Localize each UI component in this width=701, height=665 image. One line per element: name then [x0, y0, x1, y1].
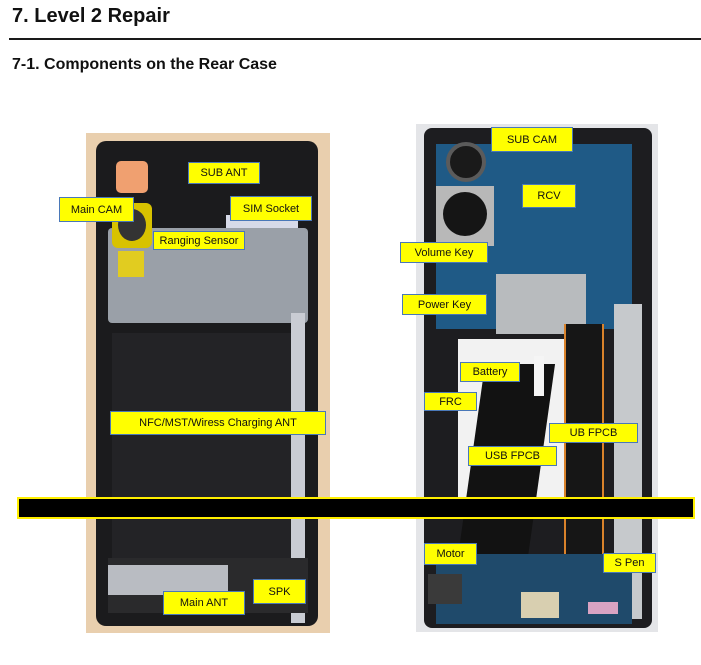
ub-fpcb-cable	[564, 324, 604, 564]
camera-module-bottom	[118, 251, 144, 277]
section-title: 7. Level 2 Repair	[12, 5, 170, 27]
camera-module-top	[116, 161, 148, 193]
s-pen-slot	[588, 602, 618, 614]
main-camera-lens	[443, 192, 487, 236]
label-sub-ant: SUB ANT	[188, 162, 260, 184]
usb-port	[521, 592, 559, 618]
label-main-cam: Main CAM	[59, 197, 134, 222]
sub-camera-lens	[446, 142, 486, 182]
label-power-key: Power Key	[402, 294, 487, 315]
label-ub-fpcb: UB FPCB	[549, 423, 638, 443]
arrow-up-icon	[534, 356, 544, 396]
label-ranging-sensor: Ranging Sensor	[153, 231, 245, 250]
label-sim-socket: SIM Socket	[230, 196, 312, 221]
label-sub-cam: SUB CAM	[491, 127, 573, 152]
side-strip	[291, 313, 305, 623]
label-motor: Motor	[424, 543, 477, 565]
label-volume-key: Volume Key	[400, 242, 488, 263]
motor-component	[428, 574, 462, 604]
label-nfc-mst-wireless-charging-ant: NFC/MST/Wiress Charging ANT	[110, 411, 326, 435]
label-main-ant: Main ANT	[163, 591, 245, 615]
label-usb-fpcb: USB FPCB	[468, 446, 557, 466]
redaction-bar	[17, 497, 695, 519]
label-spk: SPK	[253, 579, 306, 604]
main-antenna-trace	[108, 565, 228, 595]
rear-case-photo-right	[416, 124, 658, 632]
label-s-pen: S Pen	[603, 553, 656, 573]
label-battery: Battery	[460, 362, 520, 382]
label-frc: FRC	[424, 392, 477, 411]
title-divider	[9, 38, 701, 40]
label-rcv: RCV	[522, 184, 576, 208]
subsection-title: 7-1. Components on the Rear Case	[12, 56, 277, 73]
nfc-coil	[112, 333, 302, 583]
